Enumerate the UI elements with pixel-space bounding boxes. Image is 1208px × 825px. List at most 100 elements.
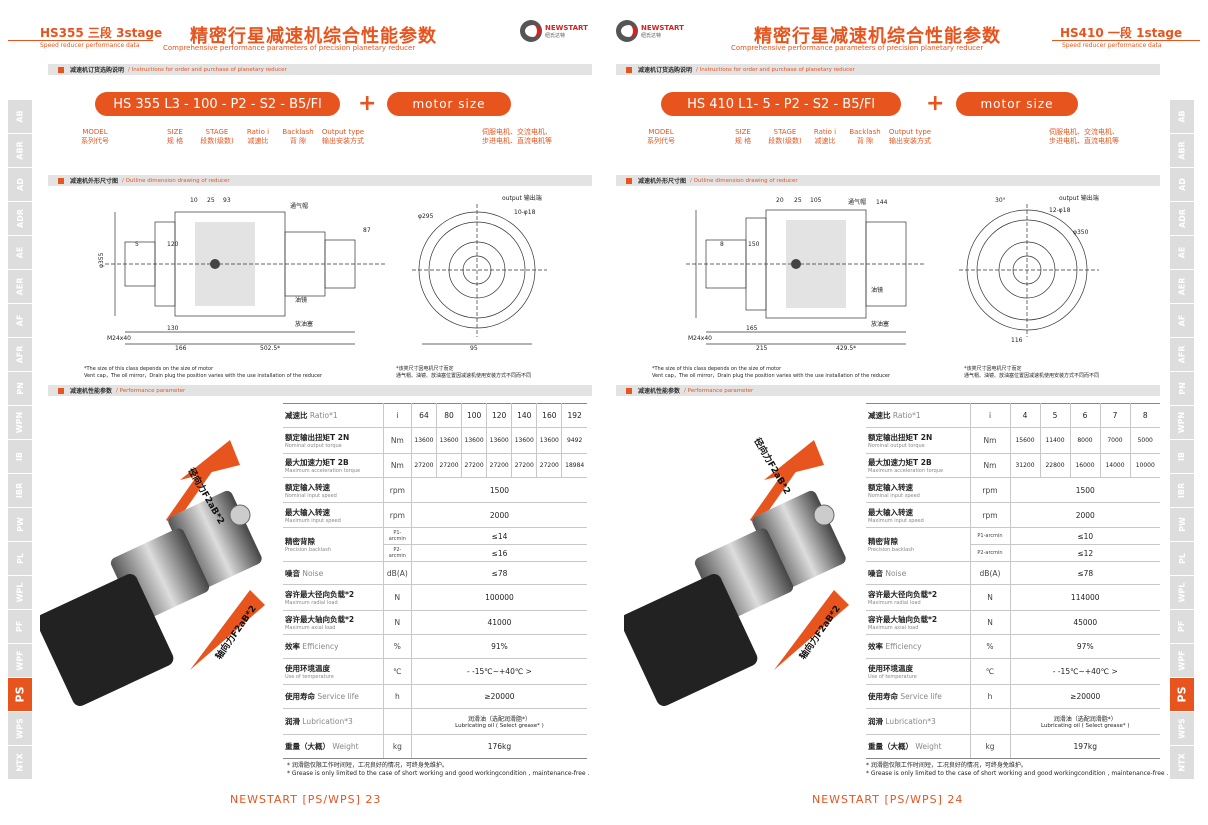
side-tab-wps[interactable]: WPS <box>1170 712 1194 746</box>
side-tab-adr[interactable]: ADR <box>8 202 32 236</box>
dim-top-3: 105 <box>810 197 822 204</box>
side-tab-abr[interactable]: ABR <box>1170 134 1194 168</box>
side-tab-ps[interactable]: PS <box>8 678 32 712</box>
side-tab-pn[interactable]: PN <box>8 372 32 406</box>
section-marker <box>58 66 64 73</box>
side-tab-pl[interactable]: PL <box>1170 542 1194 576</box>
side-tab-wpf[interactable]: WPF <box>8 644 32 678</box>
section-title: 减速机订货选购说明 <box>638 67 693 74</box>
series-subtitle: Speed reducer performance data <box>40 42 140 49</box>
side-tab-label: IBR <box>1177 482 1187 499</box>
side-tab-af[interactable]: AF <box>1170 304 1194 338</box>
section-subtitle: / Outline dimension drawing of reducer <box>690 177 798 184</box>
side-tab-pl[interactable]: PL <box>8 542 32 576</box>
brand-logo: NEWSTART 纽氏达特 <box>616 19 688 43</box>
side-tab-wpl[interactable]: WPL <box>1170 576 1194 610</box>
side-view-drawing: 20 25 105 通气帽 8 150 M24x40 165 215 429.5… <box>686 197 926 352</box>
side-tab-label: AE <box>15 246 25 259</box>
side-tab-afr[interactable]: AFR <box>1170 338 1194 372</box>
dim-holes: 12-φ18 <box>1049 207 1071 214</box>
side-tab-label: PN <box>1177 382 1187 395</box>
code-label-motor: 伺服电机、交流电机、步进电机、直流电机等 <box>482 128 552 145</box>
side-tab-ps[interactable]: PS <box>1170 678 1194 712</box>
series-tag: HS410 一段 1stage <box>1060 26 1183 40</box>
output-label: output 输出端 <box>1059 194 1099 202</box>
page-subtitle: Comprehensive performance parameters of … <box>163 44 416 52</box>
dim-dia-1: φ355 <box>98 252 105 268</box>
dim-top-3: 93 <box>223 197 231 204</box>
side-tab-wpl[interactable]: WPL <box>8 576 32 610</box>
side-tab-abr[interactable]: ABR <box>8 134 32 168</box>
section-perf-bar: 减速机性能参数 / Performance parameter <box>48 385 592 396</box>
table-row: 重量（大概） Weight kg 197kg <box>866 734 1160 759</box>
side-tab-wps[interactable]: WPS <box>8 712 32 746</box>
table-row: 噪音 Noise dB(A) ≤78 <box>866 561 1160 585</box>
side-tab-ad[interactable]: AD <box>1170 168 1194 202</box>
side-tab-pw[interactable]: PW <box>8 508 32 542</box>
side-tab-ab[interactable]: AB <box>1170 100 1194 134</box>
side-tab-ab[interactable]: AB <box>8 100 32 134</box>
section-subtitle: / Performance parameter <box>684 387 754 394</box>
side-tab-pf[interactable]: PF <box>1170 610 1194 644</box>
plus-icon: + <box>926 91 945 116</box>
ratio-cell: 160 <box>536 403 563 428</box>
plus-icon: + <box>358 91 377 116</box>
ratio-cell: 5 <box>1040 403 1071 428</box>
side-tab-ae[interactable]: AE <box>8 236 32 270</box>
ratio-cell: 6 <box>1070 403 1101 428</box>
section-marker <box>58 387 64 394</box>
order-code: HS 355 L3 - 100 - P2 - S2 - B5/Fl <box>95 92 340 116</box>
side-tab-adr[interactable]: ADR <box>1170 202 1194 236</box>
logo-cn: 纽氏达特 <box>545 32 566 39</box>
section-perf-bar: 减速机性能参数 / Performance parameter <box>616 385 1160 396</box>
dim-shaft-1: 5 <box>135 241 139 248</box>
side-tab-ntx[interactable]: NTX <box>8 746 32 780</box>
side-tab-ad[interactable]: AD <box>8 168 32 202</box>
side-tab-label: NTX <box>1177 753 1187 772</box>
oil-label: 油镜 <box>295 296 307 304</box>
side-tab-af[interactable]: AF <box>8 304 32 338</box>
side-tab-label: WPS <box>1177 718 1187 739</box>
side-tab-ae[interactable]: AE <box>1170 236 1194 270</box>
side-tab-wpn[interactable]: WPN <box>8 406 32 440</box>
side-tab-pf[interactable]: PF <box>8 610 32 644</box>
side-tab-pw[interactable]: PW <box>1170 508 1194 542</box>
footnote: * 润滑脂仅限工作时间短，工况良好的情况，可终身免维护。 * Grease is… <box>866 762 1169 777</box>
side-tab-label: PL <box>15 553 25 564</box>
side-tab-wpf[interactable]: WPF <box>1170 644 1194 678</box>
axial-arrow <box>190 590 265 670</box>
side-tab-wpn[interactable]: WPN <box>1170 406 1194 440</box>
section-marker <box>626 66 632 73</box>
side-tab-aer[interactable]: AER <box>1170 270 1194 304</box>
side-tab-label: PL <box>1177 553 1187 564</box>
section-title: 减速机性能参数 <box>70 388 113 395</box>
side-tab-ib[interactable]: IB <box>1170 440 1194 474</box>
front-view-drawing: output 输出端 30° 12-φ18 φ350 116 <box>959 194 1099 344</box>
front-view-drawing: output 输出端 φ295 10-φ18 95 <box>412 194 547 352</box>
side-tab-ibr[interactable]: IBR <box>1170 474 1194 508</box>
side-tab-ntx[interactable]: NTX <box>1170 746 1194 780</box>
dim-shaft-2: 150 <box>748 241 760 248</box>
side-tab-ib[interactable]: IB <box>8 440 32 474</box>
page-title: 精密行星减速机综合性能参数 <box>190 26 437 47</box>
side-tab-pn[interactable]: PN <box>1170 372 1194 406</box>
table-row: 效率 Efficiency % 91% <box>283 634 587 659</box>
logo-cn: 纽氏达特 <box>641 32 662 39</box>
side-tab-aer[interactable]: AER <box>8 270 32 304</box>
side-tab-afr[interactable]: AFR <box>8 338 32 372</box>
side-tab-ibr[interactable]: IBR <box>8 474 32 508</box>
side-tab-label: ADR <box>15 209 25 228</box>
motor-size-pill: motor size <box>956 92 1078 116</box>
dim-top-2: 25 <box>207 197 215 204</box>
side-tab-label: AFR <box>1177 345 1187 364</box>
